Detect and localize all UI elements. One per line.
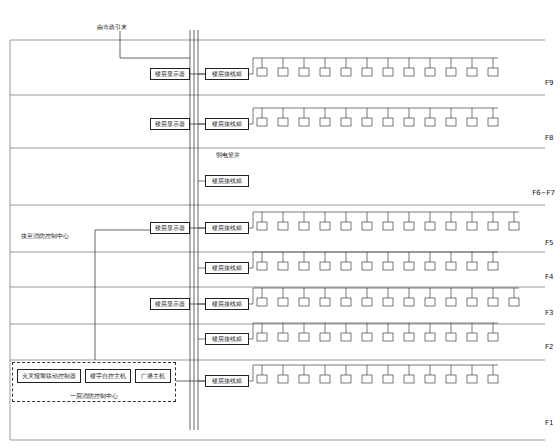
box-label: 楼层接线箱 [209,265,245,271]
floor-label: F9 [544,80,554,88]
box-label: 一层消防控制中心 [67,393,121,399]
floor-label: F1 [544,420,554,428]
equipment-box: 楼层显示器 [150,68,190,80]
box-label: 楼层接线箱 [209,178,245,184]
control-center-region: 一层消防控制中心 火灾报警联动控制器 楼宇自控主机 广播主机 [12,362,176,402]
floor-label: F6~F7 [531,190,556,198]
signal-line [190,228,205,229]
floor-label: F8 [544,135,554,143]
floor-label: F2 [544,344,554,352]
floor-label: F5 [544,240,554,248]
note-text: 弱电竖井 [215,152,241,159]
box-label: 楼层显示器 [152,301,188,307]
equipment-box: 楼层显示器 [150,118,190,130]
signal-line [190,304,205,305]
box-label: 楼层显示器 [152,121,188,127]
box-label: 楼层接线箱 [209,121,245,127]
box-label: 楼层接线箱 [209,225,245,231]
equipment-box: 广播主机 [135,369,171,383]
note-text: 由市政引来 [96,24,128,31]
equipment-box: 楼层接线箱 [205,262,249,274]
box-label: 楼层显示器 [152,225,188,231]
signal-line [190,74,205,75]
equipment-box: 楼层接线箱 [205,298,249,310]
equipment-box: 楼层接线箱 [205,118,249,130]
box-label: 楼层接线箱 [209,378,245,384]
box-label: 楼层接线箱 [209,336,245,342]
signal-line [190,124,205,125]
box-label: 火灾报警联动控制器 [19,373,79,379]
equipment-box: 楼层接线箱 [205,68,249,80]
equipment-box: 楼层接线箱 [205,175,249,187]
box-label: 楼层接线箱 [209,301,245,307]
equipment-box: 楼层接线箱 [205,222,249,234]
equipment-box: 楼层显示器 [150,222,190,234]
note-text: 接至消防控制中心 [20,233,70,240]
equipment-box: 火灾报警联动控制器 [17,369,81,383]
floor-label: F3 [544,310,554,318]
box-label: 楼层显示器 [152,71,188,77]
equipment-box: 楼层接线箱 [205,333,249,345]
equipment-box: 楼宇自控主机 [85,369,131,383]
equipment-box: 楼层接线箱 [205,375,249,387]
floor-label: F4 [544,274,554,282]
equipment-box: 楼层显示器 [150,298,190,310]
box-label: 楼宇自控主机 [87,373,129,379]
box-label: 楼层接线箱 [209,71,245,77]
signal-line [176,381,205,382]
box-label: 广播主机 [138,373,168,379]
